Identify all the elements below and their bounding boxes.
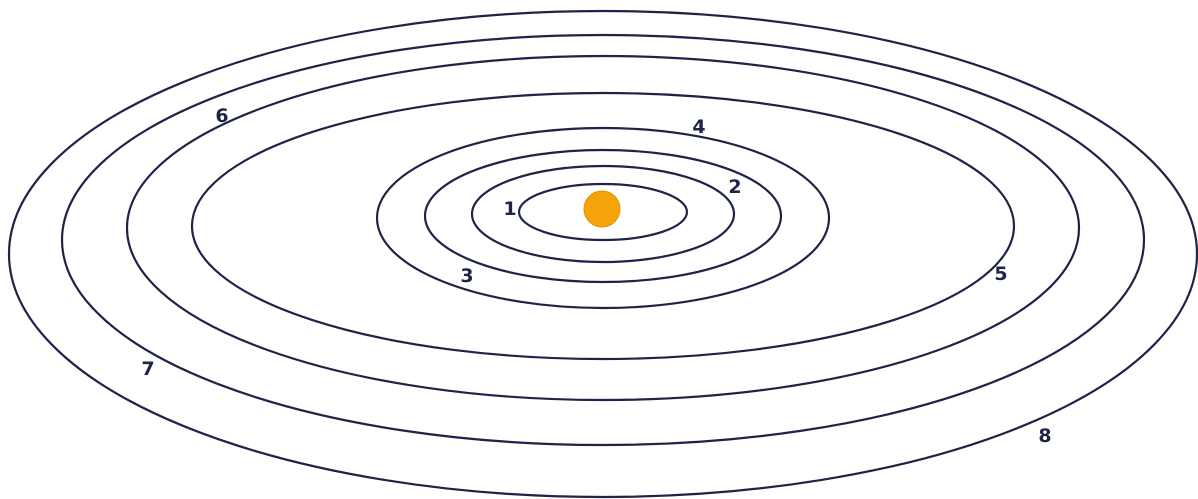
sun bbox=[583, 190, 621, 228]
orbit-4 bbox=[375, 126, 831, 310]
orbit-label-1: 1 bbox=[503, 198, 516, 220]
orbit-label-6: 6 bbox=[215, 105, 228, 127]
orbit-3 bbox=[423, 148, 783, 284]
orbit-6 bbox=[125, 54, 1081, 402]
orbit-label-5: 5 bbox=[994, 263, 1007, 285]
orbit-2 bbox=[470, 164, 736, 264]
orbit-label-3: 3 bbox=[460, 265, 473, 287]
orbit-8 bbox=[8, 9, 1198, 499]
orbit-5 bbox=[190, 91, 1016, 361]
orbit-label-7: 7 bbox=[141, 358, 154, 380]
orbit-7 bbox=[60, 33, 1146, 447]
orbit-label-2: 2 bbox=[728, 176, 741, 198]
orbit-1 bbox=[517, 182, 689, 242]
orbit-label-4: 4 bbox=[692, 116, 705, 138]
orbit-label-8: 8 bbox=[1038, 425, 1051, 447]
